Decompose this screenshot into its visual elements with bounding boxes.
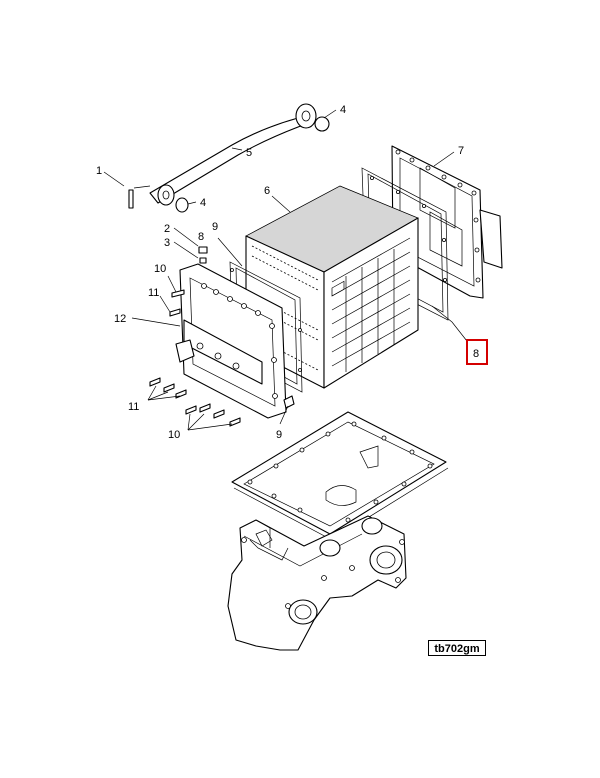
callout-8-left: 8	[198, 231, 204, 243]
highlighted-callout-8[interactable]: 8	[466, 339, 488, 365]
callout-10-upper: 10	[154, 263, 166, 275]
callout-5: 5	[246, 147, 252, 159]
callout-11-upper: 11	[148, 287, 159, 299]
callout-4-upper: 4	[340, 104, 346, 116]
core-cube-part	[245, 185, 419, 389]
callout-6: 6	[264, 185, 270, 197]
callout-1: 1	[96, 165, 102, 177]
callout-2: 2	[164, 223, 170, 235]
end-cover-part	[175, 263, 287, 419]
callout-3: 3	[164, 237, 170, 249]
pipe-part	[128, 103, 317, 209]
callout-4-lower: 4	[200, 197, 206, 209]
reference-code-label: tb702gm	[428, 640, 486, 656]
callout-8-highlighted: 8	[473, 348, 479, 360]
callout-9-lower: 9	[276, 429, 282, 441]
callout-12: 12	[114, 313, 126, 325]
callout-10-lower: 10	[168, 429, 180, 441]
callout-9-upper: 9	[212, 221, 218, 233]
callout-labels: 1 2 3 4 4 5 6 7 8 9 9 10 10 11 11 12	[96, 104, 464, 441]
callout-7: 7	[458, 145, 464, 157]
callout-11-lower: 11	[128, 401, 139, 413]
o-ring-lower	[175, 197, 189, 213]
lower-housing-part	[227, 411, 449, 651]
o-ring-upper	[314, 116, 330, 132]
